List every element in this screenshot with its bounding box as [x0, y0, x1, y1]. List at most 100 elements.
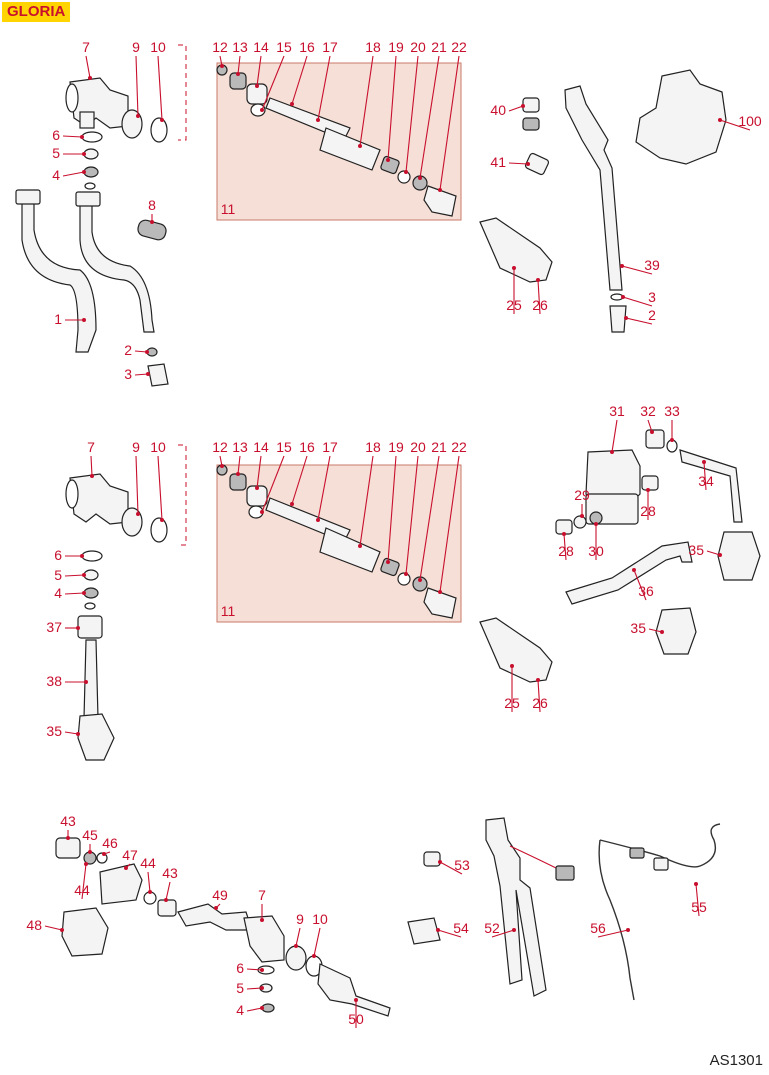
leader-line [237, 455, 241, 475]
leader-arrowhead [620, 264, 624, 268]
leader-arrowhead [418, 578, 422, 582]
leader-arrowhead [236, 72, 240, 76]
callout-s3-17: 54 [436, 920, 469, 938]
leader-line [291, 55, 308, 105]
leader-line [625, 317, 653, 325]
callout-s3-4: 44 [140, 855, 156, 894]
callout-number: 25 [506, 297, 522, 313]
leader-arrowhead [136, 512, 140, 516]
leader-arrowhead [650, 430, 654, 434]
callout-s3-10: 9 [294, 911, 304, 948]
callout-number: 31 [609, 403, 625, 419]
callout-number: 13 [232, 39, 248, 55]
leader-arrowhead [526, 162, 530, 166]
callout-number: 56 [590, 920, 606, 936]
solenoid-47 [99, 863, 143, 905]
leader-line [291, 455, 308, 505]
leader-arrowhead [82, 170, 86, 174]
callout-s3-16: 53 [438, 857, 470, 875]
steam-pipe [21, 199, 97, 353]
callout-number: 35 [688, 542, 704, 558]
leader-arrowhead [220, 464, 224, 468]
callout-number: 6 [54, 547, 62, 563]
callout-number: 3 [124, 366, 132, 382]
leader-line [64, 574, 85, 577]
callout-number: 9 [296, 911, 304, 927]
callout-s3-0: 43 [60, 813, 76, 840]
leader-line [134, 350, 148, 353]
fitting-37 [77, 615, 103, 639]
boiler-housing [635, 69, 727, 165]
callout-number: 9 [132, 439, 140, 455]
leader-arrowhead [316, 518, 320, 522]
leader-arrowhead [80, 554, 84, 558]
leader-arrowhead [146, 372, 150, 376]
leader-arrowhead [84, 680, 88, 684]
leader-arrowhead [148, 890, 152, 894]
coil-48 [61, 907, 109, 957]
callout-s1-5: 14 [253, 39, 269, 88]
leader-arrowhead [718, 118, 722, 122]
callout-number: 25 [504, 695, 520, 711]
callout-s2-32: 25 [504, 664, 520, 712]
callout-number: 52 [484, 920, 500, 936]
leader-line [256, 455, 262, 489]
callout-s1-20: 2 [124, 342, 149, 358]
leader-line [597, 929, 629, 938]
leader-arrowhead [145, 350, 149, 354]
leader-line [439, 455, 460, 593]
callout-s3-6: 44 [74, 862, 90, 900]
callout-number: 33 [664, 403, 680, 419]
callout-number: 26 [532, 297, 548, 313]
leader-line [508, 162, 529, 165]
valve-body [69, 77, 129, 129]
leader-arrowhead [160, 518, 164, 522]
callout-s2-27: 30 [588, 522, 604, 560]
steam-knob [479, 217, 553, 283]
leader-arrowhead [214, 906, 218, 910]
leader-line [537, 279, 541, 315]
callout-number: 39 [644, 257, 660, 273]
leader-line [621, 265, 653, 275]
leader-line [633, 569, 647, 601]
callout-s2-12: 21 [418, 439, 447, 582]
callout-number: 46 [102, 835, 118, 851]
leader-arrowhead [260, 1006, 264, 1010]
callout-number: 38 [46, 673, 62, 689]
section-1-parts [15, 44, 727, 387]
callout-s3-12: 6 [236, 960, 264, 976]
callout-s1-3: 12 [212, 39, 228, 68]
leader-arrowhead [160, 118, 164, 122]
callout-s2-13: 22 [438, 439, 467, 594]
callout-number: 2 [648, 307, 656, 323]
leader-arrowhead [82, 573, 86, 577]
leader-line [387, 55, 397, 161]
leader-line [246, 968, 263, 971]
pipe-34 [679, 449, 743, 523]
callout-number: 14 [253, 39, 269, 55]
leader-arrowhead [438, 860, 442, 864]
leader-arrowhead [294, 944, 298, 948]
leader-line [437, 929, 462, 938]
callout-s2-3: 12 [212, 439, 228, 468]
callout-s2-24: 34 [698, 460, 714, 491]
spring [137, 219, 167, 241]
leader-arrowhead [260, 510, 264, 514]
leader-line [157, 455, 163, 521]
callout-number: 26 [532, 695, 548, 711]
callout-s1-12: 21 [418, 39, 447, 180]
leader-arrowhead [316, 118, 320, 122]
callout-number: 7 [258, 887, 266, 903]
callout-s3-20: 55 [691, 882, 707, 917]
callout-number: 37 [46, 619, 62, 635]
callout-number: 36 [638, 583, 654, 599]
callout-s3-11: 10 [312, 911, 328, 958]
leader-arrowhead [255, 486, 259, 490]
callout-number: 13 [232, 439, 248, 455]
washer [150, 117, 168, 143]
callout-s2-15: 6 [54, 547, 84, 563]
callout-number: 4 [54, 585, 62, 601]
callout-s2-0: 7 [87, 439, 95, 478]
callout-s1-0: 7 [82, 39, 92, 80]
